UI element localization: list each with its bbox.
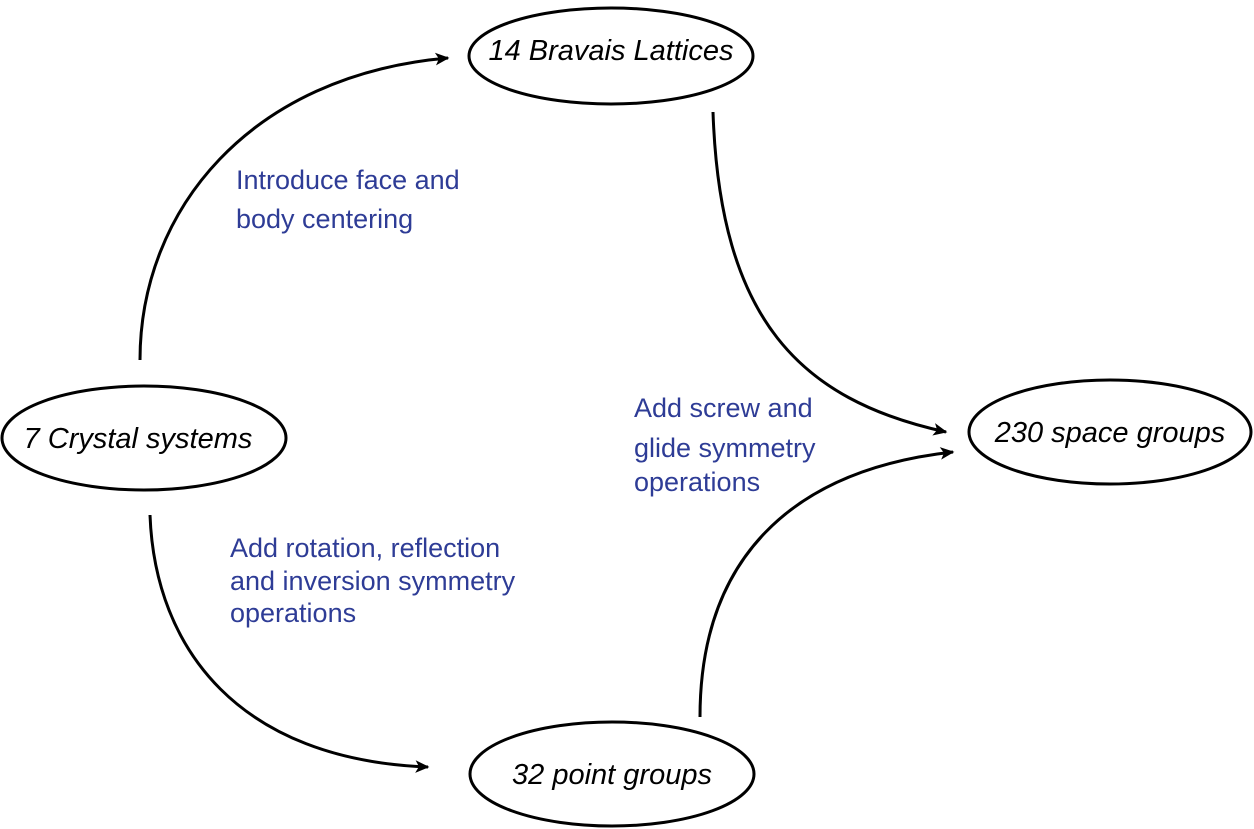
arrow-crystal-to-bravais bbox=[138, 52, 450, 361]
label-screw-glide: Add screw and glide symmetry operations bbox=[634, 393, 816, 497]
node-bravais-lattices: 14 Bravais Lattices bbox=[467, 6, 755, 106]
node-crystal-systems-label: 7 Crystal systems bbox=[24, 423, 253, 455]
node-space-groups-label: 230 space groups bbox=[994, 417, 1226, 449]
arrow-bravais-to-space bbox=[711, 111, 948, 436]
label-point-symmetry-line: operations bbox=[230, 598, 356, 628]
node-point-groups-label: 32 point groups bbox=[512, 759, 712, 791]
node-crystal-systems: 7 Crystal systems bbox=[0, 384, 288, 492]
node-space-groups: 230 space groups bbox=[967, 378, 1253, 486]
arrow-point-to-space bbox=[698, 447, 955, 718]
label-screw-glide-line: Add screw and bbox=[634, 393, 813, 423]
label-screw-glide-line: glide symmetry bbox=[634, 433, 816, 463]
label-point-symmetry-line: Add rotation, reflection bbox=[230, 533, 500, 563]
label-centering-line: body centering bbox=[236, 204, 413, 234]
arrow-crystal-to-point bbox=[148, 514, 430, 773]
label-centering-line: Introduce face and bbox=[236, 165, 460, 195]
label-point-symmetry: Add rotation, reflection and inversion s… bbox=[230, 533, 516, 628]
label-centering: Introduce face and body centering bbox=[236, 165, 460, 234]
node-point-groups: 32 point groups bbox=[468, 720, 756, 828]
label-screw-glide-line: operations bbox=[634, 467, 760, 497]
label-point-symmetry-line: and inversion symmetry bbox=[230, 566, 516, 596]
node-bravais-lattices-label: 14 Bravais Lattices bbox=[488, 35, 733, 67]
